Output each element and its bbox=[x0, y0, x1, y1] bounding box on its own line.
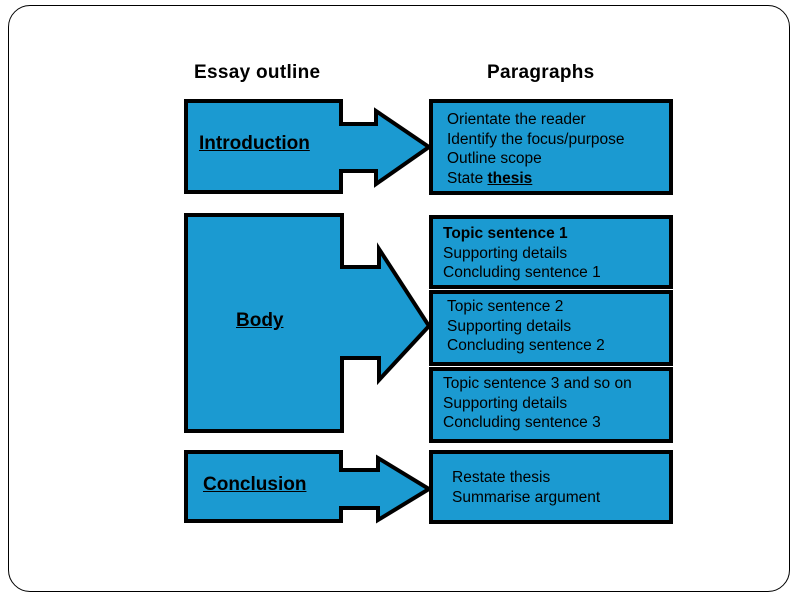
paragraph-text-body-3: Topic sentence 3 and so on Supporting de… bbox=[443, 374, 632, 433]
paragraph-line: Outline scope bbox=[447, 150, 542, 167]
paragraph-line-thesis: State thesis bbox=[447, 169, 625, 189]
paragraph-line: Orientate the reader bbox=[447, 111, 586, 128]
paragraph-line: Identify the focus/purpose bbox=[447, 130, 625, 148]
paragraph-line: Supporting details bbox=[447, 317, 572, 335]
outline-label-body: Body bbox=[236, 310, 284, 331]
paragraph-heading: Topic sentence 1 bbox=[443, 225, 568, 242]
paragraph-line: Concluding sentence 2 bbox=[447, 337, 605, 354]
paragraph-line: Summarise argument bbox=[452, 488, 601, 506]
body-shape[interactable] bbox=[184, 213, 432, 433]
paragraph-box-body-3[interactable] bbox=[429, 367, 673, 443]
paragraph-line-prefix: State bbox=[447, 169, 488, 187]
paragraph-text-body-1: Topic sentence 1 Supporting details Conc… bbox=[443, 224, 601, 283]
paragraph-text-introduction: Orientate the reader Identify the focus/… bbox=[447, 110, 625, 188]
paragraph-box-introduction[interactable] bbox=[429, 99, 673, 195]
paragraph-emphasis-thesis: thesis bbox=[487, 169, 533, 187]
paragraph-text-body-2: Topic sentence 2 Supporting details Conc… bbox=[447, 297, 605, 356]
conclusion-shape[interactable] bbox=[184, 450, 433, 524]
paragraph-line: Supporting details bbox=[443, 244, 568, 262]
introduction-shape[interactable] bbox=[184, 99, 433, 194]
paragraph-text-conclusion: Restate thesis Summarise argument bbox=[452, 468, 600, 507]
paragraph-line: Topic sentence 3 and so on bbox=[443, 375, 632, 392]
column-heading-essay-outline: Essay outline bbox=[194, 62, 321, 83]
column-heading-paragraphs: Paragraphs bbox=[487, 62, 595, 83]
paragraph-box-conclusion[interactable] bbox=[429, 450, 673, 524]
paragraph-line: Supporting details bbox=[443, 394, 568, 412]
paragraph-line: Concluding sentence 3 bbox=[443, 414, 601, 431]
paragraph-box-body-2[interactable] bbox=[429, 290, 673, 366]
paragraph-line: Restate thesis bbox=[452, 469, 551, 486]
paragraph-box-body-1[interactable] bbox=[429, 215, 673, 289]
paragraph-line: Topic sentence 2 bbox=[447, 298, 564, 315]
paragraph-line: Concluding sentence 1 bbox=[443, 264, 601, 281]
outline-label-introduction: Introduction bbox=[199, 133, 310, 154]
outline-label-conclusion: Conclusion bbox=[203, 474, 307, 495]
